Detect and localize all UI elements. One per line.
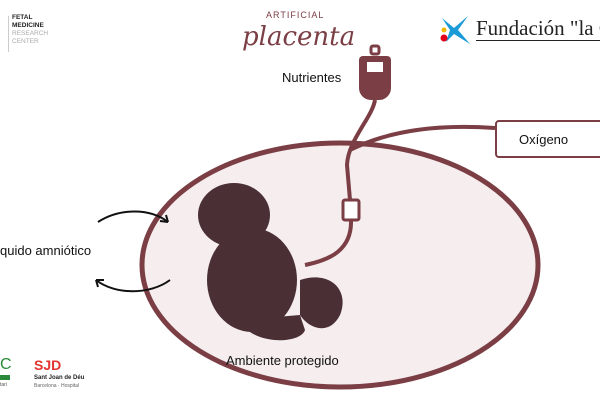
hospital-logo: C bbox=[0, 356, 12, 373]
artificial-placenta-logo: ARTIFICIAL placenta bbox=[240, 10, 360, 56]
logo-text: RESEARCH bbox=[12, 30, 49, 37]
logo-text: CENTER bbox=[12, 38, 39, 45]
oxygen-label: Oxígeno bbox=[519, 132, 569, 147]
arrowhead-icon bbox=[159, 214, 169, 223]
logo-text: tari bbox=[0, 382, 7, 388]
logo-text: SJD bbox=[34, 357, 62, 373]
logo-text: Fundación "la C bbox=[476, 16, 600, 41]
arrow-icon bbox=[97, 210, 169, 223]
logo-text: MEDICINE bbox=[12, 22, 44, 29]
nutrients-label: Nutrientes bbox=[282, 70, 342, 85]
protected-environment-ellipse bbox=[139, 140, 541, 390]
amniotic-fluid-label: quido amniótico bbox=[0, 243, 92, 258]
logo-text: ARTIFICIAL bbox=[266, 10, 325, 20]
oxygen-box: Oxígeno bbox=[495, 120, 600, 158]
arrowhead-icon bbox=[95, 279, 104, 288]
fetus-icon bbox=[198, 183, 343, 341]
logo-text: Barcelona · Hospital bbox=[34, 383, 80, 389]
protected-environment-label: Ambiente protegido bbox=[226, 353, 339, 368]
oxygen-tube-line bbox=[349, 124, 496, 152]
logo-text: Sant Joan de Déu bbox=[34, 375, 85, 381]
umbilical-cord-line bbox=[304, 219, 354, 267]
logo-text: FETAL bbox=[12, 14, 33, 21]
connector-icon bbox=[341, 198, 361, 222]
logo-text: placenta bbox=[242, 22, 356, 52]
logo-bar bbox=[0, 375, 10, 380]
star-icon bbox=[440, 16, 470, 44]
tube-line bbox=[344, 99, 377, 201]
iv-bag-icon bbox=[359, 44, 391, 100]
logo-divider bbox=[8, 16, 9, 52]
arrow-icon bbox=[95, 279, 171, 293]
